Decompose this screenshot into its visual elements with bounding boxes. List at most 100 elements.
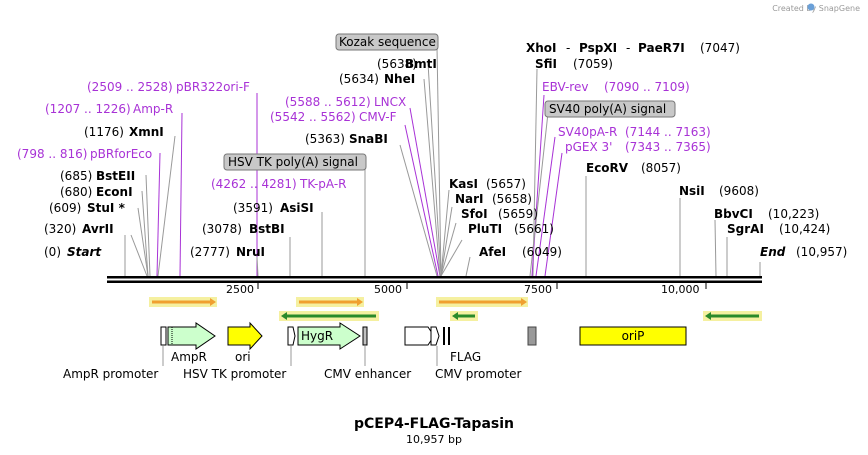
bstbi-enzyme[interactable]: BstBI [249,222,285,236]
nari-enzyme[interactable]: NarI [455,192,484,206]
sfoi-enzyme[interactable]: SfoI [461,207,488,221]
xhoi-position: (7047) [700,41,740,55]
site-labels: (5638) BmtI (5634) NheI XhoI - PspXI - P… [17,41,847,259]
primer-arrow-2[interactable] [296,297,364,307]
kasi-enzyme[interactable]: KasI [449,177,478,191]
stui-position: (609) [49,201,81,215]
flag-feature[interactable] [443,327,450,345]
avrii-position: (320) [44,222,76,236]
lncx-position: (5588 .. 5612) [285,95,371,109]
ebvrev-position: (7090 .. 7109) [604,80,690,94]
sfii-enzyme[interactable]: SfiI [535,57,557,71]
hygr-feature[interactable] [297,322,361,350]
hsv-tk-polya-label[interactable]: HSV TK poly(A) signal [223,153,367,171]
stui-enzyme[interactable]: StuI * [87,201,126,215]
bbvci-position: (10,223) [768,207,819,221]
snapgene-logo-icon [807,3,815,11]
ampr-primer[interactable]: Amp-R [133,102,173,116]
econi-enzyme[interactable]: EconI [96,185,133,199]
cmvf-position: (5542 .. 5562) [270,110,356,124]
bsteii-enzyme[interactable]: BstEII [96,169,135,183]
pspxi-enzyme[interactable]: PspXI [579,41,617,55]
pluti-enzyme[interactable]: PluTI [468,222,502,236]
primer-arrows [149,297,762,321]
tick-7500: 7500 [524,283,552,296]
sfoi-position: (5659) [498,207,538,221]
cmv-enhancer-feature[interactable] [404,326,435,346]
ori-feature[interactable] [227,321,263,351]
ampr-promoter-feature[interactable] [160,326,167,346]
tkpa-primer[interactable]: TK-pA-R [299,177,347,191]
tick-10000: 10,000 [661,283,700,296]
ampr-promoter-label: AmpR promoter [63,367,158,381]
orip-label: oriP [622,329,645,343]
feature-labels: AmpR ori FLAG AmpR promoter HSV TK promo… [63,346,522,381]
dash-1: - [566,41,570,55]
sv40-polya-label[interactable]: SV40 poly(A) signal [544,100,676,118]
xmni-position: (1176) [84,125,124,139]
cmv-promoter-label: CMV promoter [435,367,522,381]
sgrai-enzyme[interactable]: SgrAI [727,222,764,236]
nrui-enzyme[interactable]: NruI [236,245,265,259]
tkpa-position: (4262 .. 4281) [211,177,297,191]
primer-arrow-3[interactable] [436,297,528,307]
avrii-enzyme[interactable]: AvrII [82,222,114,236]
ori-label: ori [235,350,251,364]
end-label: End [760,245,786,259]
ecorv-position: (8057) [641,161,681,175]
svg-text:Kozak sequence: Kozak sequence [339,35,436,49]
bstbi-position: (3078) [202,222,242,236]
bmti-position: (5638) [377,57,417,71]
xhoi-enzyme[interactable]: XhoI [526,41,557,55]
sgrai-position: (10,424) [779,222,830,236]
primer-arrow-6[interactable] [703,311,762,321]
primer-arrow-4[interactable] [279,311,379,321]
flag-label: FLAG [450,350,481,364]
orip-feature[interactable]: oriP [579,326,687,346]
nsii-position: (9608) [719,184,759,198]
hsv-tk-promoter-label: HSV TK promoter [183,367,286,381]
cmvf-primer[interactable]: CMV-F [359,110,397,124]
nhei-enzyme[interactable]: NheI [384,72,415,86]
snabi-position: (5363) [305,132,345,146]
sv40pa-primer[interactable]: SV40pA-R [558,125,617,139]
pluti-position: (5661) [514,222,554,236]
bmti-enzyme[interactable]: BmtI [405,57,437,71]
snapgene-credit: Created by SnapGene [772,4,860,13]
kozak-sequence-label[interactable]: Kozak sequence [335,33,439,51]
ampr-primer-position: (1207 .. 1226) [45,102,131,116]
hsv-tk-promoter-feature[interactable] [287,326,296,346]
nari-position: (5658) [492,192,532,206]
paer7i-enzyme[interactable]: PaeR7I [638,41,685,55]
start-label: Start [67,245,102,259]
asisi-position: (3591) [233,201,273,215]
ampr-label: AmpR [171,350,207,364]
sequence-backbone: 2500 5000 7500 10,000 [107,276,762,296]
pbr322ori-primer[interactable]: pBR322ori-F [176,80,250,94]
nhei-position: (5634) [339,72,379,86]
asisi-enzyme[interactable]: AsiSI [280,201,314,215]
end-position: (10,957) [796,245,847,259]
lncx-primer[interactable]: LNCX [374,95,406,109]
dash-2: - [626,41,630,55]
snabi-enzyme[interactable]: SnaBI [349,132,388,146]
pgex-primer[interactable]: pGEX 3' [565,140,612,154]
leader-lines [124,46,761,277]
ampr-feature[interactable] [167,322,216,350]
hsv-tk-polya-feature[interactable] [362,326,368,346]
primer-arrow-5[interactable] [450,311,478,321]
econi-position: (680) [60,185,92,199]
plasmid-length: 10,957 bp [406,433,462,446]
pbrforeco-primer[interactable]: pBRforEco [90,147,152,161]
nrui-position: (2777) [190,245,230,259]
sv40pa-position: (7144 .. 7163) [625,125,711,139]
xmni-enzyme[interactable]: XmnI [129,125,164,139]
afei-enzyme[interactable]: AfeI [479,245,506,259]
cmv-promoter-feature[interactable] [430,326,440,346]
ebvrev-primer[interactable]: EBV-rev [542,80,588,94]
primer-arrow-1[interactable] [149,297,217,307]
sv40-polya-feature[interactable] [527,326,537,346]
bbvci-enzyme[interactable]: BbvCI [714,207,753,221]
nsii-enzyme[interactable]: NsiI [679,184,705,198]
ecorv-enzyme[interactable]: EcoRV [586,161,629,175]
